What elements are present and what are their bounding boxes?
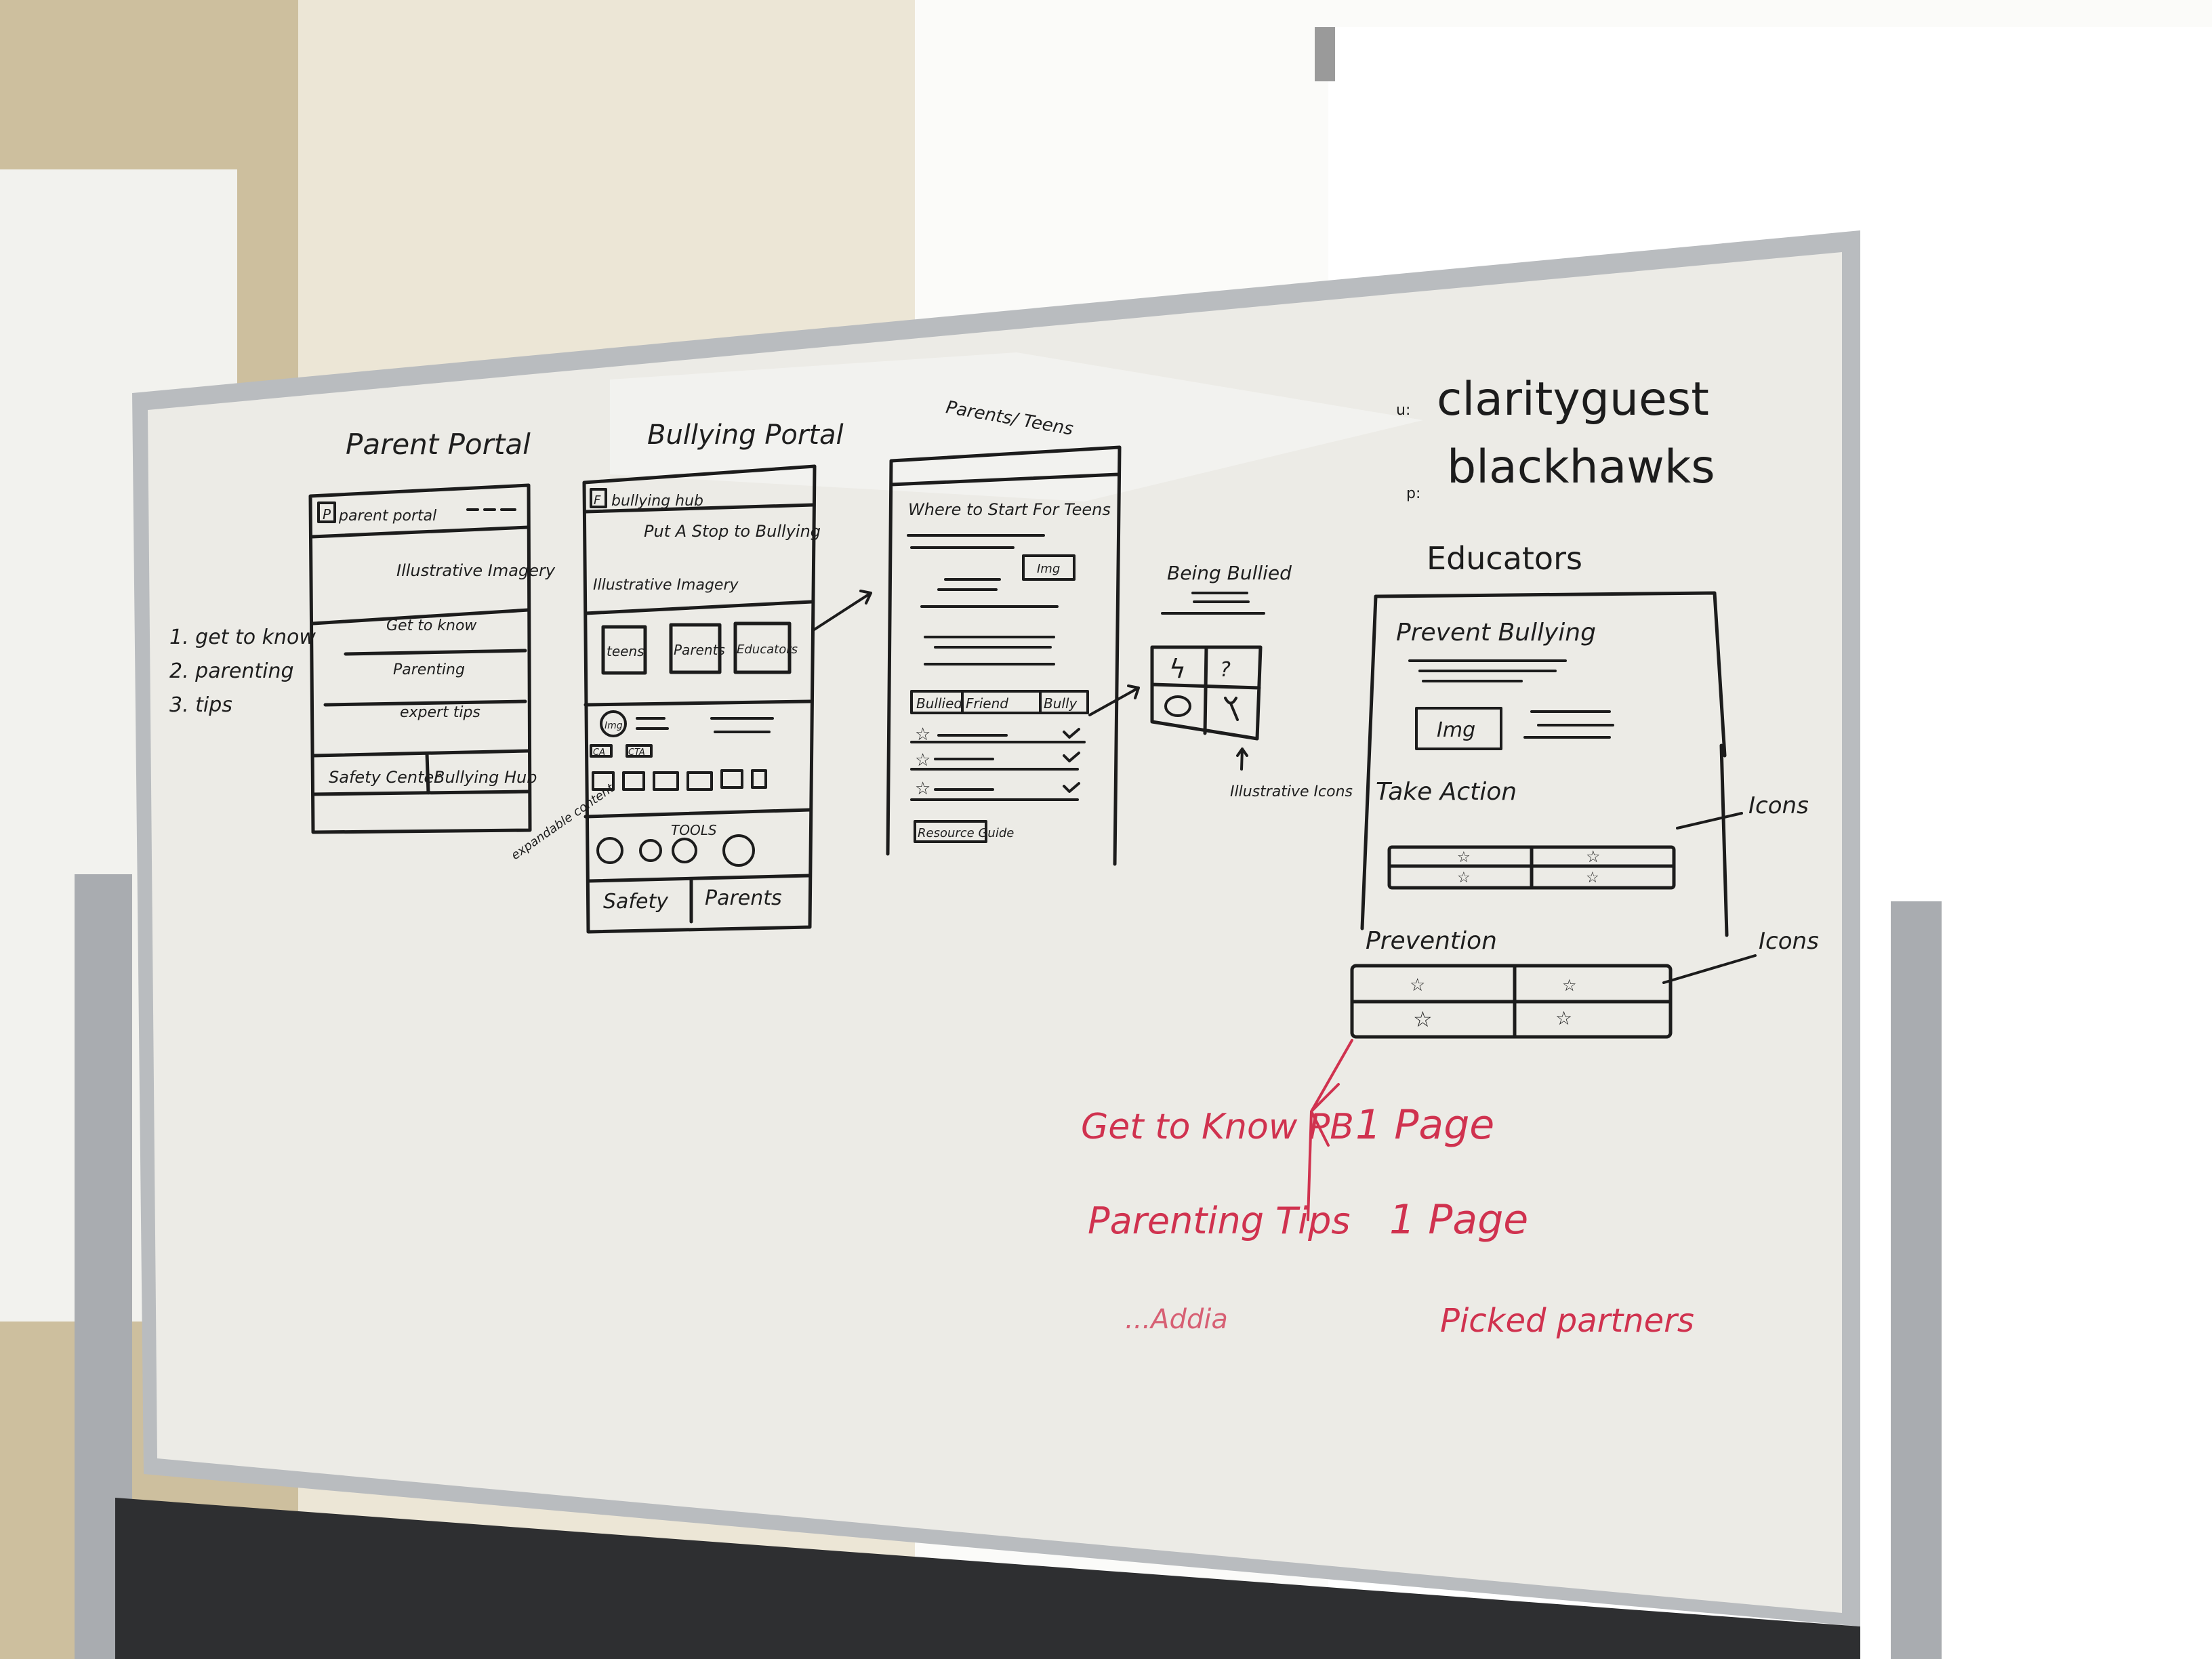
star-icon: ☆ <box>915 779 930 799</box>
star-icon: ☆ <box>1457 869 1471 886</box>
red-note: Get to Know PB <box>1081 1107 1354 1147</box>
sketch-title: Parent Portal <box>346 428 531 461</box>
star-icon: ☆ <box>1562 976 1577 995</box>
list-item: 3. tips <box>169 693 232 717</box>
header-label: parent portal <box>338 508 436 525</box>
logo-letter: F <box>594 493 601 508</box>
star-icon: ☆ <box>1410 975 1425 996</box>
star-icon: ☆ <box>1586 847 1601 866</box>
section-label: Prevention <box>1366 927 1497 955</box>
bottom-panel <box>115 1498 1860 1659</box>
card-label: Educators <box>737 642 798 657</box>
star-icon: ☆ <box>1586 869 1599 886</box>
button-label: Safety <box>603 890 669 914</box>
star-icon: ☆ <box>1457 849 1471 866</box>
educators-sketch: Educators Prevent Bullying Img Take Acti… <box>1350 540 1819 1039</box>
pass-prefix: p: <box>1406 485 1420 502</box>
headline: Put A Stop to Bullying <box>644 522 821 541</box>
glare <box>610 352 1423 501</box>
hero-label: Illustrative Imagery <box>396 561 556 580</box>
chip-label: CTA <box>628 747 645 758</box>
red-note: ...Addia <box>1125 1304 1228 1335</box>
password: blackhawks <box>1447 441 1715 494</box>
section-label: Parenting <box>393 661 465 678</box>
logo-letter: P <box>323 506 331 523</box>
username: clarityguest <box>1437 373 1709 426</box>
red-note: Picked partners <box>1440 1302 1694 1340</box>
section-label: Take Action <box>1376 778 1517 806</box>
logo-icon <box>590 488 607 508</box>
parents-teens-sketch: Parents/ Teens Where to Start For Teens … <box>886 397 1140 866</box>
right-pole <box>1891 901 1942 1659</box>
list-item: 1. get to know <box>169 626 316 649</box>
user-prefix: u: <box>1396 402 1410 419</box>
tab-label: Bully <box>1044 695 1078 712</box>
chip-label: CA <box>593 747 605 758</box>
sketch-title: Bullying Portal <box>647 419 844 451</box>
star-icon: ☆ <box>915 750 930 771</box>
button-label: Bullying Hub <box>434 768 537 787</box>
board-surface <box>148 252 1842 1613</box>
red-note: 1 Page <box>1389 1196 1528 1244</box>
tab-label: Bullied <box>916 695 962 712</box>
card-label: teens <box>607 643 644 659</box>
logo-icon <box>317 501 336 523</box>
star-icon: ☆ <box>1555 1007 1572 1029</box>
card-label: Parents <box>674 642 725 658</box>
annotation: Illustrative Icons <box>1230 783 1353 800</box>
red-notes: Get to Know PB 1 Page Parenting Tips 1 P… <box>1081 1039 1694 1340</box>
red-note: Parenting Tips <box>1088 1200 1351 1242</box>
button-label: Safety Center <box>329 768 442 787</box>
red-note: 1 Page <box>1355 1101 1494 1149</box>
phone-frame <box>582 464 817 934</box>
left-list: 1. get to know 2. parenting 3. tips <box>169 626 316 717</box>
pin-icon <box>1224 697 1239 721</box>
button-label: Resource Guide <box>918 826 1014 840</box>
question-icon: ? <box>1220 658 1231 682</box>
sketch-title: Being Bullied <box>1167 562 1292 584</box>
img-label: Img <box>1437 718 1475 742</box>
sketch-title: Educators <box>1427 540 1582 577</box>
annotation: Icons <box>1748 792 1809 819</box>
tools-label: TOOLS <box>671 822 717 838</box>
heading: Where to Start For Teens <box>908 500 1111 519</box>
credentials: u: clarityguest p: blackhawks <box>1396 373 1715 502</box>
hero-label: Illustrative Imagery <box>593 577 739 594</box>
list-item: 2. parenting <box>169 659 294 683</box>
heading: Prevent Bullying <box>1396 619 1596 647</box>
section-label: expert tips <box>400 704 480 721</box>
speech-bubble-icon <box>1164 695 1191 717</box>
img-label: Img <box>1037 562 1060 576</box>
tab-label: Friend <box>966 695 1008 712</box>
annotation: Icons <box>1759 928 1819 955</box>
star-icon: ☆ <box>915 724 930 745</box>
parent-portal-sketch: Parent Portal P parent portal Illustrati… <box>308 428 556 834</box>
img-label: Img <box>605 720 623 731</box>
being-bullied-sketch: Being Bullied ϟ ? Illustrative Icons <box>1150 562 1353 800</box>
phone-frame <box>308 483 532 834</box>
section-label: Get to know <box>386 617 477 634</box>
star-icon: ☆ <box>1413 1006 1433 1032</box>
lightning-icon: ϟ <box>1169 654 1186 684</box>
header-label: bullying hub <box>611 493 703 510</box>
button-label: Parents <box>705 886 782 910</box>
blind-bracket <box>1315 27 1335 81</box>
